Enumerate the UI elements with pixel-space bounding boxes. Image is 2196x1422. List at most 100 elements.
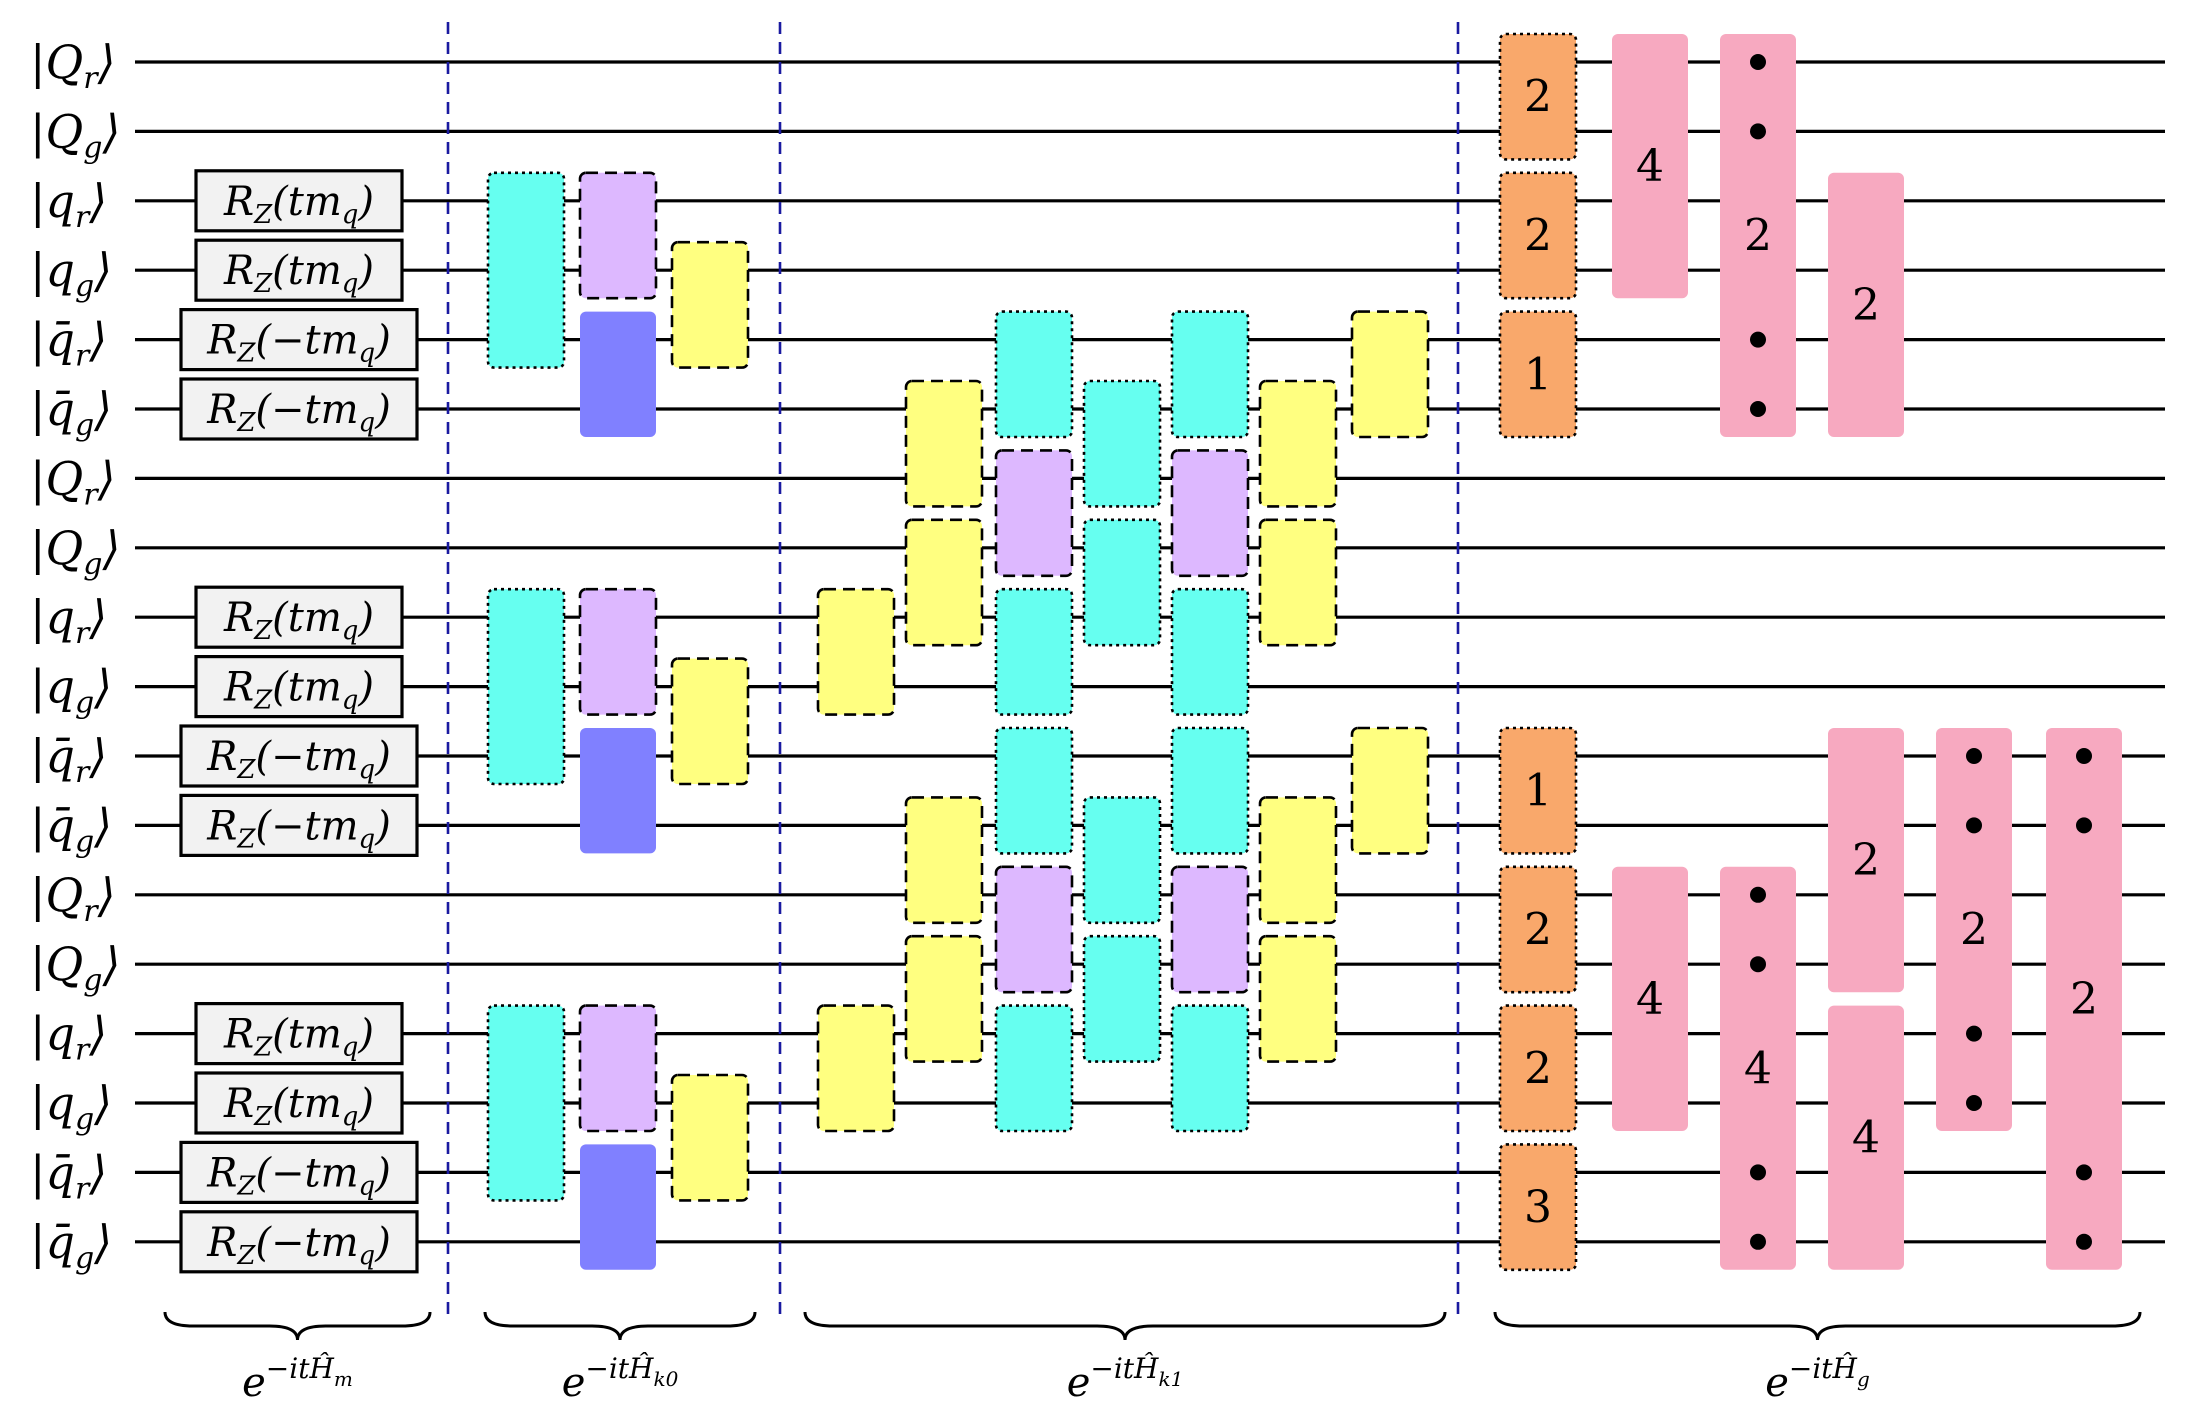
hg-pink-gate: [1612, 34, 1688, 299]
rz-gate-label: RZ(−tmq): [206, 1150, 391, 1201]
hg-orange-gate: [1498, 171, 1578, 300]
control-dot: [1750, 54, 1766, 70]
section-hk1: e−itĤk1: [1067, 1352, 1184, 1406]
section-brace: [483, 1311, 757, 1341]
hk0-gate-lavender: [578, 1004, 658, 1133]
control-dot: [2076, 748, 2092, 764]
qubit-label: |Qg⟩: [30, 937, 120, 998]
hg-pink-gate: [1828, 1005, 1904, 1270]
section-brace: [803, 1311, 1447, 1341]
qubit-label: |qr⟩: [30, 174, 107, 235]
hg-pink-gate: [1936, 728, 2012, 1131]
qubit-label: |qr⟩: [30, 1007, 107, 1068]
hg-pink-gate: [1828, 728, 1904, 993]
section-brace: [1493, 1311, 2142, 1341]
hk1-gate-yellow: [1258, 934, 1338, 1063]
qubit-label: |qg⟩: [30, 660, 112, 721]
rz-gate: [179, 724, 419, 788]
hg-orange-gate-label: 1: [1524, 766, 1552, 817]
hk1-gate-yellow: [904, 934, 984, 1063]
section-hg: e−itĤg: [1765, 1352, 1870, 1406]
control-dot: [1750, 123, 1766, 140]
qubit-label: |q̄g⟩: [30, 1215, 112, 1276]
qubit-label: |q̄r⟩: [30, 313, 107, 374]
hk1-gate-cyan: [994, 1004, 1074, 1133]
qubit-label: |q̄r⟩: [30, 1145, 107, 1206]
hk1-gate-yellow: [904, 379, 984, 508]
hk0-gate-cyan: [486, 171, 566, 369]
control-dot: [1966, 817, 1982, 834]
control-dot: [1966, 1095, 1982, 1111]
control-dot: [1750, 1164, 1766, 1181]
control-dot: [1750, 886, 1766, 903]
hk1-gate-yellow: [1350, 726, 1430, 855]
hk1-gate-cyan: [1082, 796, 1162, 925]
hg-pink-gate: [2046, 728, 2122, 1270]
hg-pink-gate-label: 2: [2070, 974, 2098, 1025]
hg-orange-gate: [1498, 32, 1578, 161]
hg-pink-gate-label: 2: [1960, 905, 1988, 956]
rz-gate-label: RZ(−tmq): [206, 387, 391, 438]
hk1-gate-lavender: [1170, 865, 1250, 994]
rz-gate-label: RZ(−tmq): [206, 734, 391, 785]
control-dot: [1750, 956, 1766, 973]
control-dot: [1750, 1233, 1766, 1250]
hk1-gate-cyan: [1082, 518, 1162, 647]
qubit-label: |q̄g⟩: [30, 382, 112, 443]
qubit-label: |qg⟩: [30, 243, 112, 304]
hk0-gate-lavender: [578, 587, 658, 716]
hk0-gate-lavender: [578, 171, 658, 300]
hk1-gate-cyan: [1082, 934, 1162, 1063]
hg-pink-gate-label: 2: [1852, 280, 1880, 331]
qubit-label: |Qr⟩: [30, 451, 116, 512]
qubit-label: |q̄r⟩: [30, 729, 107, 790]
hk1-gate-yellow: [1350, 310, 1430, 439]
hg-orange-gate: [1498, 310, 1578, 439]
hk1-gate-yellow: [904, 796, 984, 925]
qubit-label: |Qg⟩: [30, 521, 120, 582]
rz-gate: [179, 1210, 419, 1274]
qubit-label: |Qr⟩: [30, 35, 116, 96]
hk0-gate-blue: [580, 728, 656, 854]
hk1-gate-lavender: [1170, 449, 1250, 578]
hk1-gate-cyan: [1170, 587, 1250, 716]
hk1-gate-yellow: [816, 1004, 896, 1133]
hk0-gate-yellow: [670, 657, 750, 786]
hk0-gate-cyan: [486, 587, 566, 786]
hg-pink-gate-label: 4: [1852, 1113, 1880, 1164]
hg-pink-gate: [1612, 866, 1688, 1131]
hg-orange-gate: [1498, 1143, 1578, 1272]
rz-gate: [179, 377, 419, 441]
hg-orange-gate: [1498, 865, 1578, 994]
hk1-gate-cyan: [994, 726, 1074, 855]
rz-gate-label: RZ(−tmq): [206, 803, 391, 854]
rz-gate: [194, 1001, 404, 1066]
hk0-gate-yellow: [670, 1073, 750, 1202]
hk0-gate-cyan: [486, 1004, 566, 1202]
hg-pink-gate-label: 2: [1744, 211, 1772, 262]
rz-gate-label: RZ(tmq): [223, 1081, 374, 1132]
hk1-gate-cyan: [1170, 1004, 1250, 1133]
rz-gate-label: RZ(−tmq): [206, 1220, 391, 1271]
qubit-label: |qg⟩: [30, 1076, 112, 1137]
hk0-gate-blue: [580, 311, 656, 437]
rz-gate: [179, 308, 419, 372]
control-dot: [1750, 401, 1766, 417]
rz-gate: [194, 169, 404, 233]
hg-pink-gate-label: 4: [1636, 141, 1664, 192]
qubit-label: |qr⟩: [30, 590, 107, 651]
hk1-gate-yellow: [816, 587, 896, 716]
rz-gate: [194, 1071, 404, 1135]
hk1-gate-lavender: [994, 865, 1074, 994]
hk1-gate-cyan: [994, 587, 1074, 716]
hg-orange-gate: [1498, 1004, 1578, 1133]
hg-orange-gate-label: 1: [1524, 349, 1552, 400]
hg-orange-gate-label: 2: [1524, 72, 1552, 123]
hk1-gate-cyan: [994, 310, 1074, 439]
control-dot: [1966, 1025, 1982, 1042]
hg-pink-gate-label: 4: [1636, 974, 1664, 1025]
rz-gate: [179, 793, 419, 858]
rz-gate: [194, 654, 404, 719]
hk1-gate-cyan: [1170, 726, 1250, 855]
rz-gate-label: RZ(tmq): [223, 595, 374, 646]
